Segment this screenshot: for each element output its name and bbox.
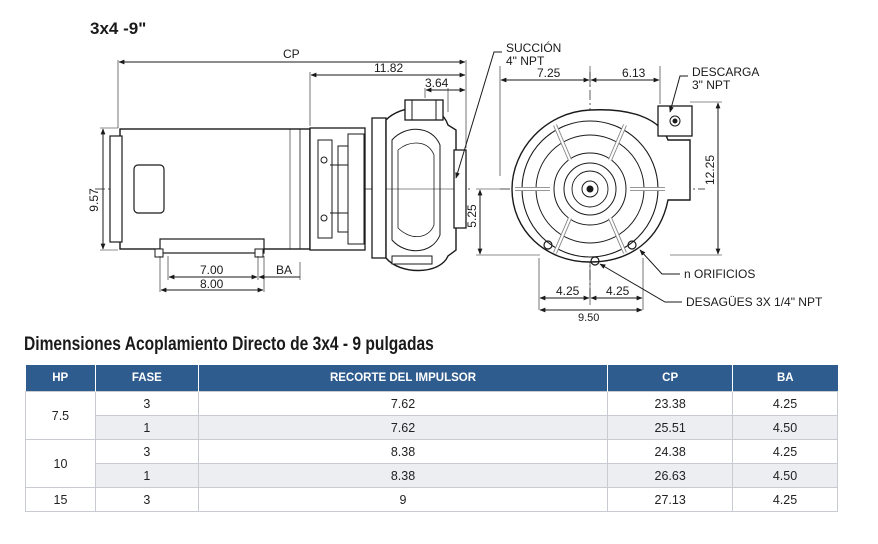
cp-cell: 24.38 [607, 439, 734, 464]
motor-end-cap [109, 135, 123, 243]
table-row: 10 3 8.38 24.38 4.25 [25, 439, 838, 488]
ba-cell: 4.25 [732, 487, 838, 512]
label-cp: CP [283, 47, 300, 61]
cp-cell: 27.13 [607, 487, 734, 512]
header-hp: HP [25, 365, 96, 392]
fase-cell: 3 [94, 439, 199, 464]
recorte-cell: 9 [197, 487, 609, 512]
hp-cell: 10 [25, 439, 96, 488]
motor-terminal-box [133, 164, 165, 214]
drain-hole [590, 256, 600, 266]
table-row: 15 3 9 27.13 4.25 [25, 487, 838, 512]
label-ba: BA [276, 263, 292, 277]
label-7-00: 7.00 [200, 263, 224, 277]
table-row: 1 7.62 25.51 4.50 [26, 415, 838, 440]
cp-cell: 23.38 [607, 391, 734, 416]
header-ba: BA [732, 365, 838, 392]
leader-holes [639, 249, 680, 275]
ba-cell: 4.25 [732, 391, 838, 416]
label-9-57: 9.57 [87, 188, 101, 212]
leader-discharge [669, 75, 688, 113]
label-7-25: 7.25 [537, 66, 561, 80]
recorte-cell: 7.62 [197, 415, 609, 440]
label-8-00: 8.00 [200, 277, 224, 291]
ba-cell: 4.50 [732, 463, 838, 488]
front-view-labels: SUCCIÓN 4" NPT 7.25 6.13 DESCARGA 3" NPT… [465, 40, 823, 324]
side-view [95, 59, 470, 293]
drawing-title: 3x4 -9" [90, 19, 146, 38]
label-5-25: 5.25 [465, 204, 479, 228]
fase-cell: 3 [94, 487, 199, 512]
fase-cell: 1 [94, 463, 199, 488]
table-row: 7.5 3 7.62 23.38 4.25 [25, 391, 838, 440]
recorte-cell: 7.62 [197, 391, 609, 416]
shaft-center [581, 180, 599, 198]
side-view-labels: CP 11.82 3.64 9.57 7.00 BA 8.00 [87, 47, 449, 291]
fase-cell: 3 [94, 391, 199, 416]
fase-cell: 1 [94, 415, 199, 440]
label-12-25: 12.25 [703, 155, 717, 185]
table-row: 1 8.38 26.63 4.50 [26, 463, 838, 488]
section-title: Dimensiones Acoplamiento Directo de 3x4 … [24, 334, 434, 355]
pump-back-plate [371, 117, 387, 259]
label-descarga: DESCARGA [692, 65, 759, 79]
mount-hole-right [627, 240, 637, 250]
header-cp: CP [607, 365, 733, 392]
hp-cell: 15 [25, 487, 96, 512]
cp-cell: 26.63 [607, 463, 734, 488]
header-fase: FASE [94, 365, 199, 392]
table-header-row: HP FASE RECORTE DEL IMPULSOR CP BA [25, 365, 838, 392]
label-descarga-size: 3" NPT [692, 78, 731, 92]
leader-drains [599, 263, 682, 303]
label-6-13: 6.13 [622, 66, 646, 80]
label-succion: SUCCIÓN [506, 40, 561, 55]
label-4-25-left: 4.25 [556, 284, 580, 298]
motor-foot [159, 238, 265, 254]
cp-cell: 25.51 [607, 415, 734, 440]
label-3-64: 3.64 [425, 76, 449, 90]
pump-dimension-drawing: 3x4 -9" [87, 19, 823, 324]
label-holes: n ORIFICIOS [684, 267, 755, 281]
label-9-50: 9.50 [578, 312, 599, 324]
ba-cell: 4.25 [732, 439, 838, 464]
recorte-cell: 8.38 [197, 439, 609, 464]
discharge-nozzle [404, 99, 444, 121]
label-11-82: 11.82 [374, 61, 403, 75]
leader-suction [455, 51, 502, 179]
front-view [455, 51, 722, 313]
ba-cell: 4.50 [732, 415, 838, 440]
dimensions-table: HP FASE RECORTE DEL IMPULSOR CP BA 7.5 3… [25, 365, 838, 512]
hp-cell: 7.5 [25, 391, 96, 440]
label-4-25-right: 4.25 [606, 284, 630, 298]
label-succion-size: 4" NPT [506, 54, 545, 68]
mount-hole-left [543, 240, 553, 250]
label-drains: DESAGÜES 3X 1/4" NPT [686, 295, 823, 309]
suction-flange [453, 149, 467, 229]
recorte-cell: 8.38 [197, 463, 609, 488]
header-recorte: RECORTE DEL IMPULSOR [197, 365, 608, 392]
